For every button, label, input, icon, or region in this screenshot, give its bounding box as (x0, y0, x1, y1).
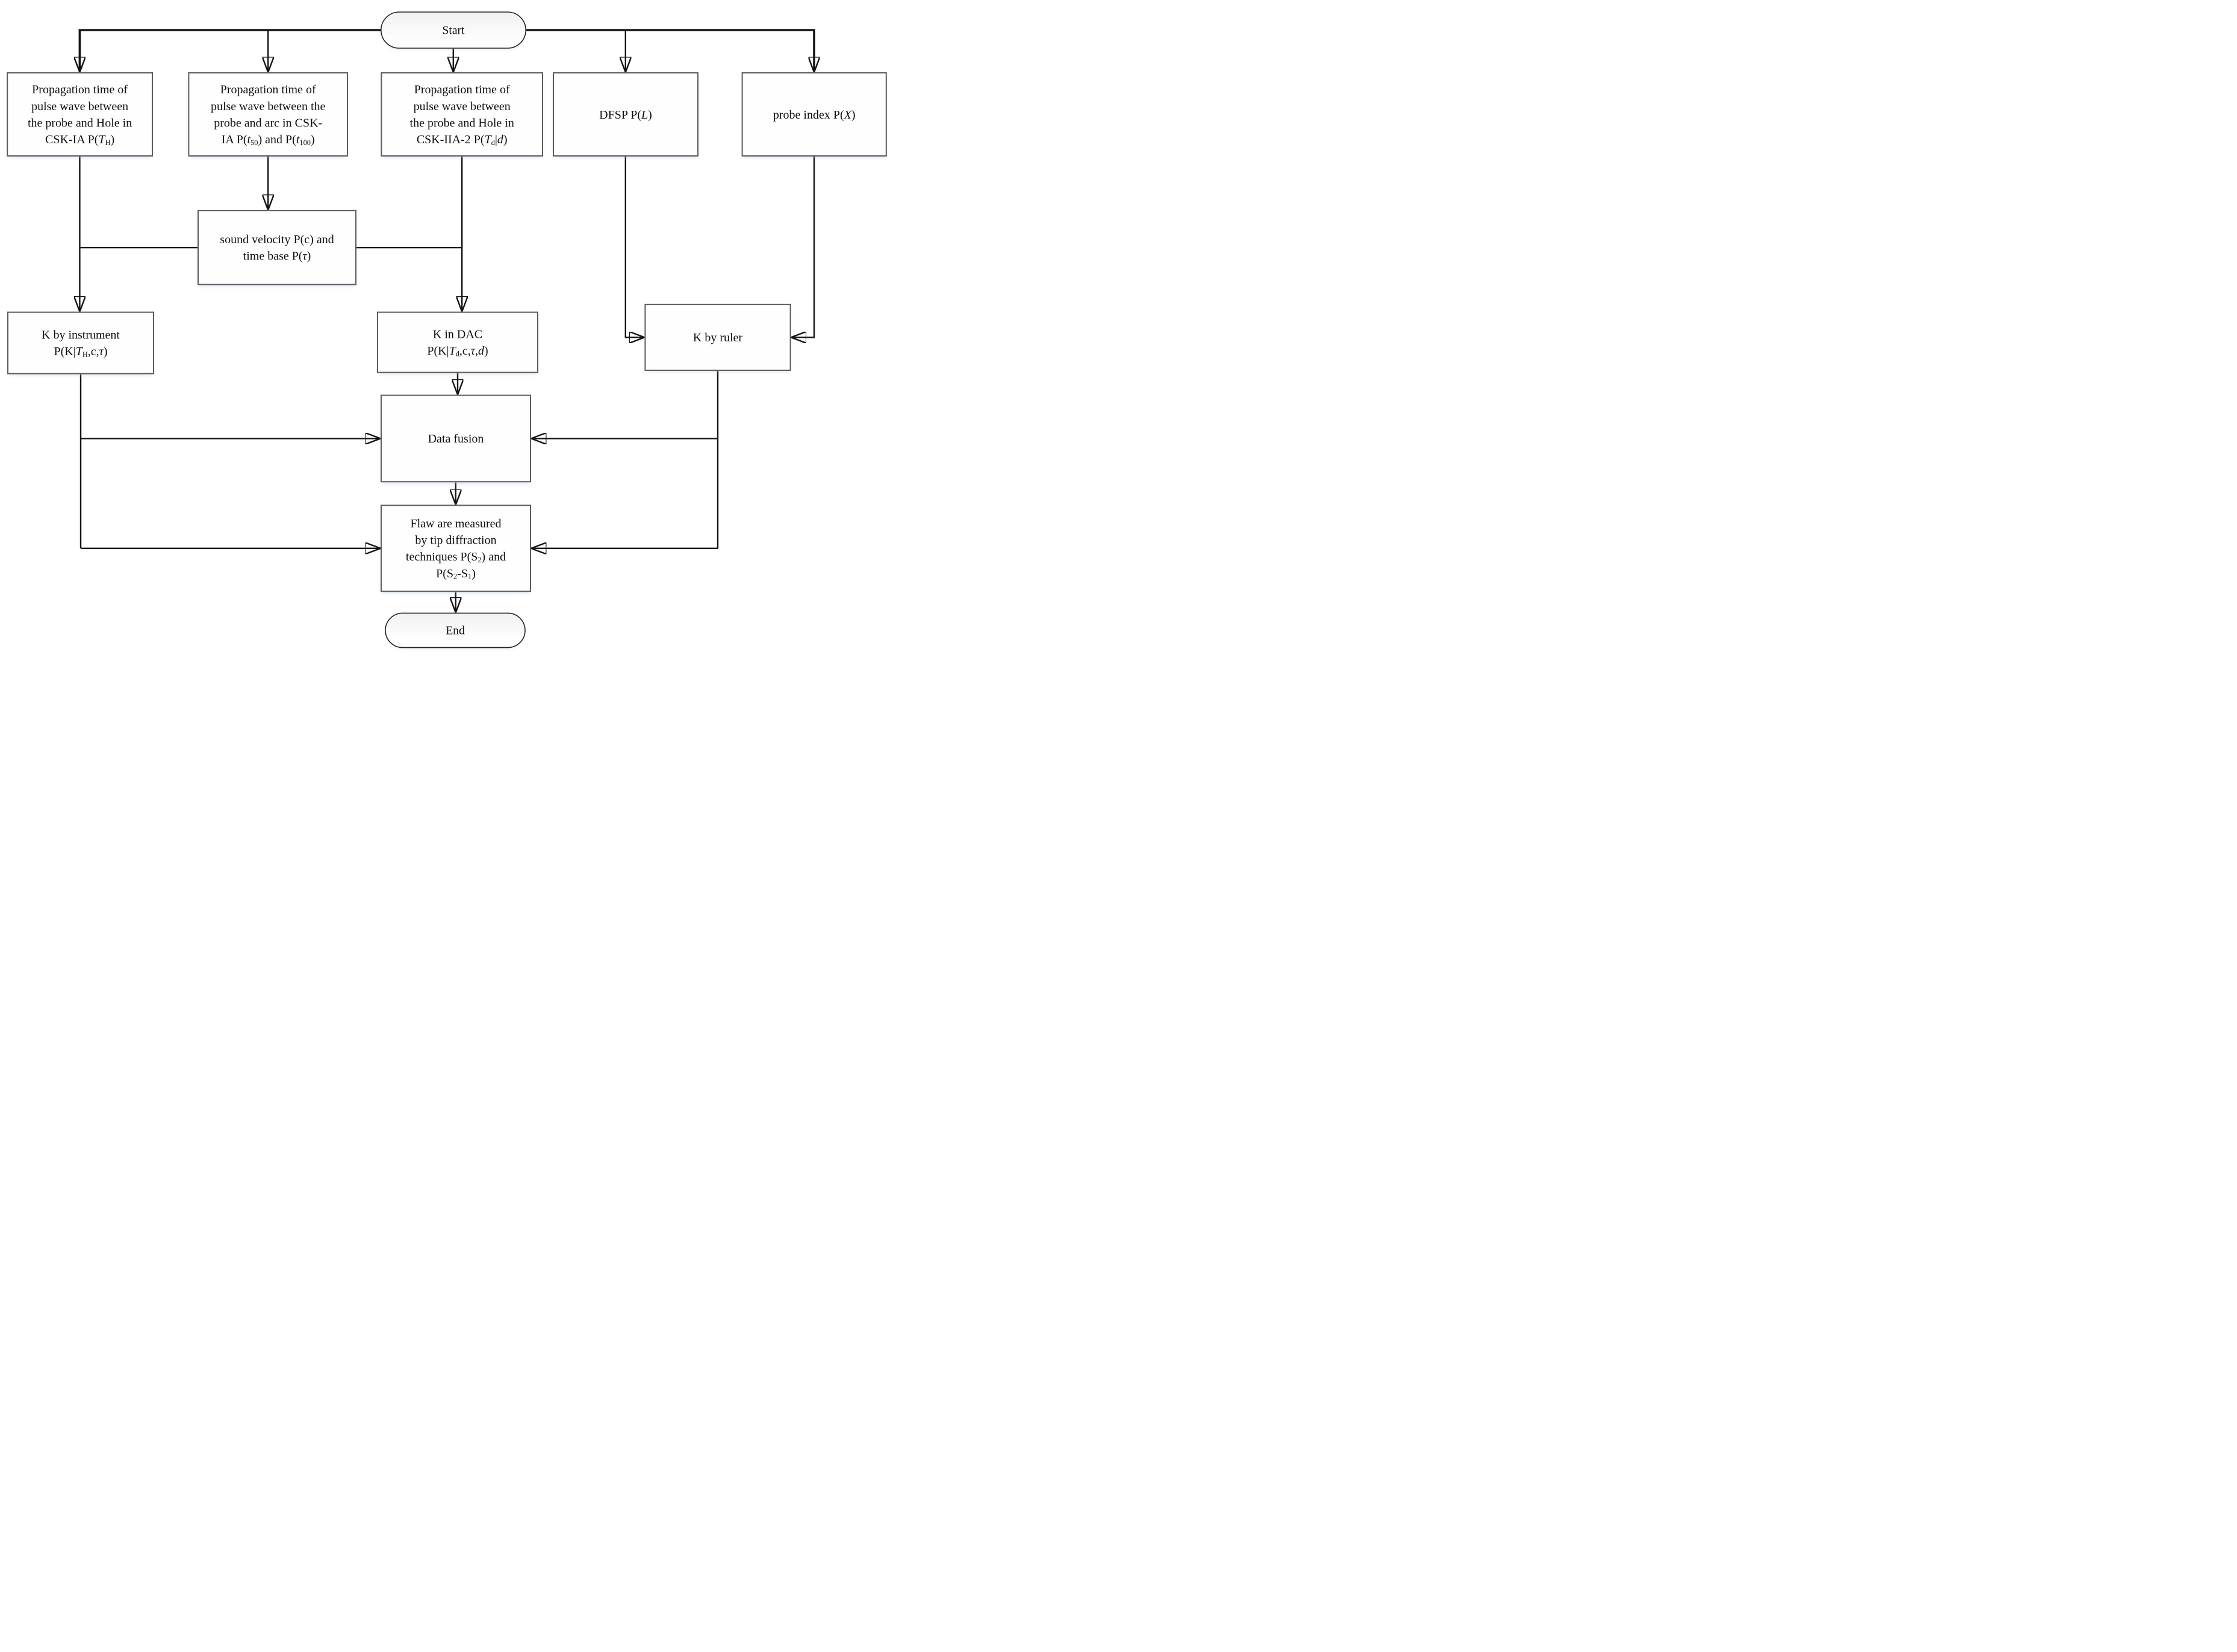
node-label: Start (442, 23, 465, 37)
edge-dfsp-to-k-ruler (624, 157, 642, 337)
node-label: probe index P(X) (773, 107, 856, 121)
node-label: K by ruler (692, 331, 743, 344)
node-data-fusion: Data fusion (381, 394, 531, 483)
edge-probe-index-to-k-ruler (793, 157, 815, 337)
node-dfsp: DFSP P(L) (553, 72, 698, 157)
edge-start-to-probe-index (526, 29, 814, 70)
edge-start-to-prop-hole-csk1a (79, 29, 381, 70)
node-label: End (446, 623, 465, 637)
node-label: Data fusion (428, 432, 484, 446)
node-start: Start (381, 11, 526, 49)
connector-layer (0, 29, 895, 661)
node-k-by-ruler: K by ruler (644, 303, 791, 371)
node-probe-index: probe index P(X) (741, 72, 887, 157)
node-end: End (385, 612, 526, 648)
node-label: DFSP P(L) (599, 107, 652, 121)
